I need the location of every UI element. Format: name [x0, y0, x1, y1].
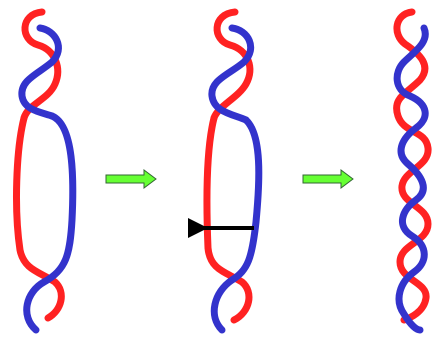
strand-a-bubble [13, 114, 65, 322]
panel-initial-open-bubble [13, 8, 77, 334]
panel-closing-bubble [188, 8, 263, 334]
strand-a-bubble [203, 114, 253, 324]
panel-fully-wound-helix [393, 8, 432, 334]
strand-b-helix [393, 24, 429, 334]
step-arrow-2 [302, 169, 354, 189]
step-arrow-1 [105, 169, 157, 189]
strand-b-top [18, 24, 62, 120]
strand-b-bubble [210, 116, 263, 334]
strand-b-top [208, 24, 255, 124]
strand-b-bubble [23, 112, 77, 334]
